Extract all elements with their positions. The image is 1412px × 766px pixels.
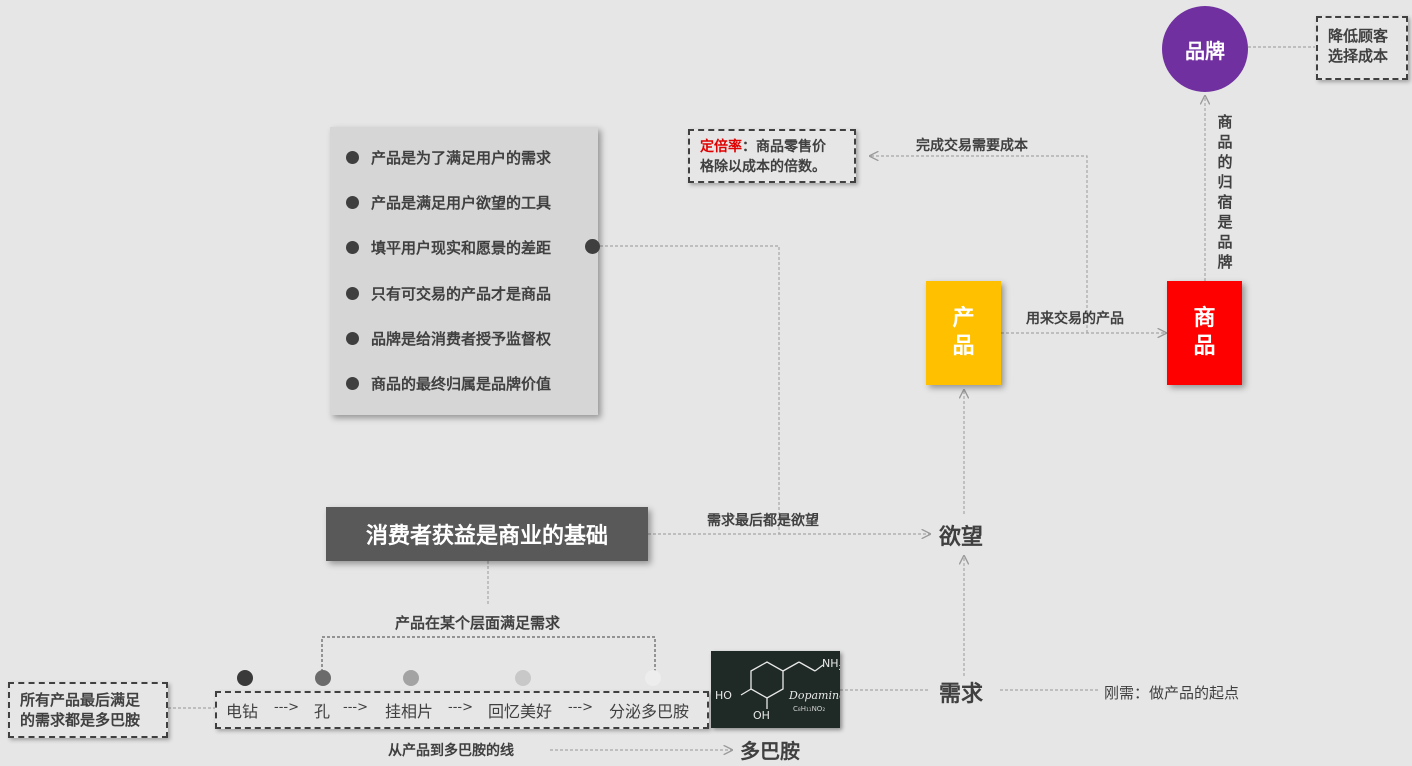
chain-arrow: ---> (274, 700, 299, 715)
chain-arrow: ---> (343, 700, 368, 715)
svg-text:OH: OH (753, 709, 770, 722)
svg-text:HO: HO (715, 689, 732, 702)
chain-step: 孔 (314, 702, 331, 721)
brand-circle: 品牌 (1162, 6, 1248, 92)
desire-node: 欲望 (939, 525, 984, 550)
dopamine-label: 多巴胺 (740, 739, 800, 763)
principles-panel: 产品是为了满足用户的需求 产品是满足用户欲望的工具 填平用户现实和愿景的差距 只… (330, 127, 598, 415)
chain-step: 挂相片 (385, 702, 434, 721)
chain-arrow: ---> (448, 700, 473, 715)
consumer-benefit-box: 消费者获益是商业的基础 (326, 507, 648, 561)
bullet-icon (346, 195, 359, 209)
principle-item: 只有可交易的产品才是商品 (346, 281, 551, 305)
chain-step: 回忆美好 (488, 702, 553, 721)
progress-ball-icon (645, 670, 661, 686)
commodity-box: 商品 (1167, 281, 1242, 385)
progress-ball-icon (315, 670, 331, 686)
product-chain-box (215, 691, 709, 729)
brand-destination-label: 商品的归宿是品牌 (1217, 113, 1233, 271)
brand-note-box: 降低顾客 选择成本 (1316, 16, 1408, 80)
bullet-icon (346, 376, 359, 390)
rigid-demand-label: 刚需：做产品的起点 (1104, 684, 1240, 702)
chain-step: 电钻 (226, 702, 259, 721)
cost-label: 完成交易需要成本 (916, 138, 1028, 154)
bullet-icon (346, 331, 359, 345)
dopamine-structure-icon: NH2 HO OH Dopamine C₈H₁₁NO₂ (715, 657, 846, 722)
progress-ball-icon (403, 670, 419, 686)
connector-dot-icon (585, 239, 600, 254)
bullet-icon (346, 286, 359, 300)
bullet-icon (346, 150, 359, 164)
demand-node: 需求 (939, 682, 984, 707)
principle-item: 产品是满足用户欲望的工具 (346, 190, 551, 214)
svg-text:C₈H₁₁NO₂: C₈H₁₁NO₂ (793, 705, 825, 713)
markup-text: ：商品零售价 (742, 139, 826, 155)
chain-step: 分泌多巴胺 (609, 702, 690, 721)
product-to-dopamine-label: 从产品到多巴胺的线 (388, 743, 514, 759)
bullet-icon (346, 240, 359, 254)
principle-item: 品牌是给消费者授予监督权 (346, 326, 551, 350)
dopamine-note-box: 所有产品最后满足 的需求都是多巴胺 (8, 682, 168, 738)
principle-item: 商品的最终归属是品牌价值 (346, 371, 551, 395)
markup-term: 定倍率 (700, 139, 742, 155)
desire-note-label: 需求最后都是欲望 (707, 513, 819, 529)
principle-item: 产品是为了满足用户的需求 (346, 145, 551, 169)
svg-text:Dopamine: Dopamine (788, 689, 840, 702)
product-box: 产品 (926, 281, 1001, 385)
principle-item: 填平用户现实和愿景的差距 (346, 235, 551, 259)
progress-ball-icon (515, 670, 531, 686)
markup-text: 格除以成本的倍数。 (700, 159, 826, 175)
chain-arrow: ---> (568, 700, 593, 715)
markup-ratio-box: 定倍率：商品零售价 格除以成本的倍数。 (688, 129, 856, 183)
layer-label: 产品在某个层面满足需求 (395, 614, 561, 632)
progress-ball-icon (237, 670, 253, 686)
svg-text:NH2: NH2 (822, 657, 840, 672)
dopamine-molecule-image: NH2 HO OH Dopamine C₈H₁₁NO₂ (711, 651, 846, 728)
trade-label: 用来交易的产品 (1026, 311, 1124, 327)
